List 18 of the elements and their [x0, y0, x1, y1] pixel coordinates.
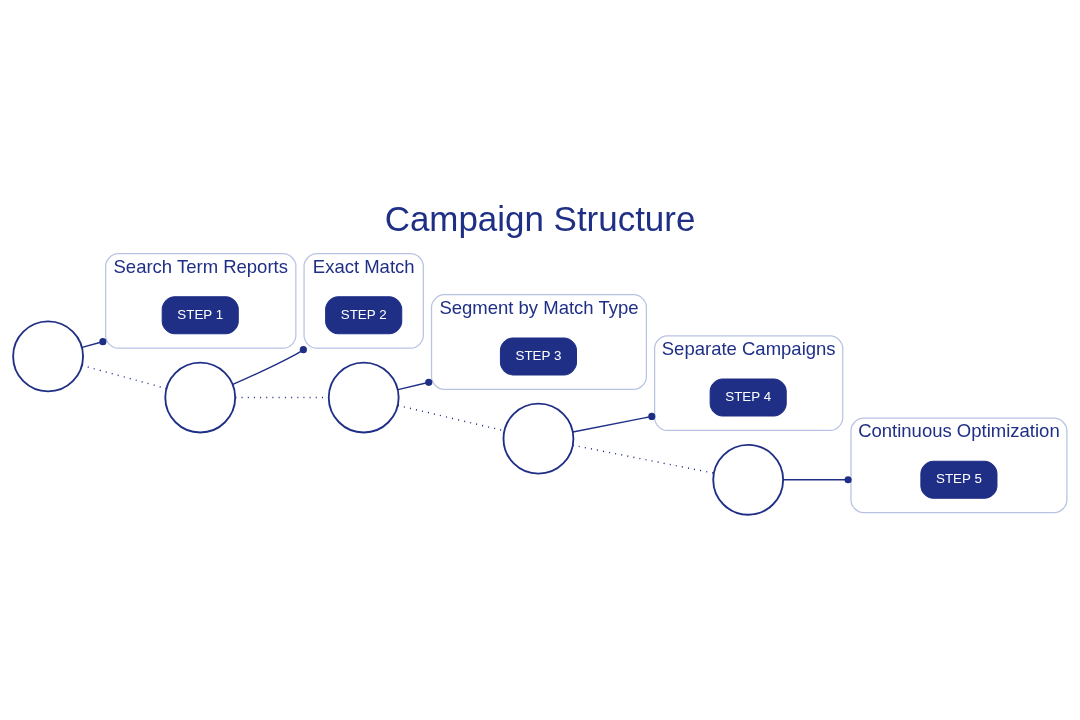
node-box: STEP 1	[161, 296, 239, 335]
connector	[232, 346, 307, 386]
node-box: STEP 2	[325, 296, 403, 335]
node-circle	[12, 320, 84, 393]
connector	[782, 476, 852, 484]
node-circle	[327, 361, 400, 434]
node-circle	[712, 443, 785, 516]
node-circle	[502, 402, 575, 475]
node-box: STEP 3	[499, 337, 577, 376]
node-box: STEP 4	[709, 378, 787, 417]
connector	[397, 378, 433, 391]
node-circle	[164, 361, 237, 434]
connector	[572, 444, 715, 474]
connector	[81, 338, 107, 349]
node-box: STEP 5	[920, 460, 998, 499]
connector	[81, 364, 168, 390]
connector	[572, 412, 656, 433]
diagram-title: Campaign Structure	[384, 199, 696, 239]
